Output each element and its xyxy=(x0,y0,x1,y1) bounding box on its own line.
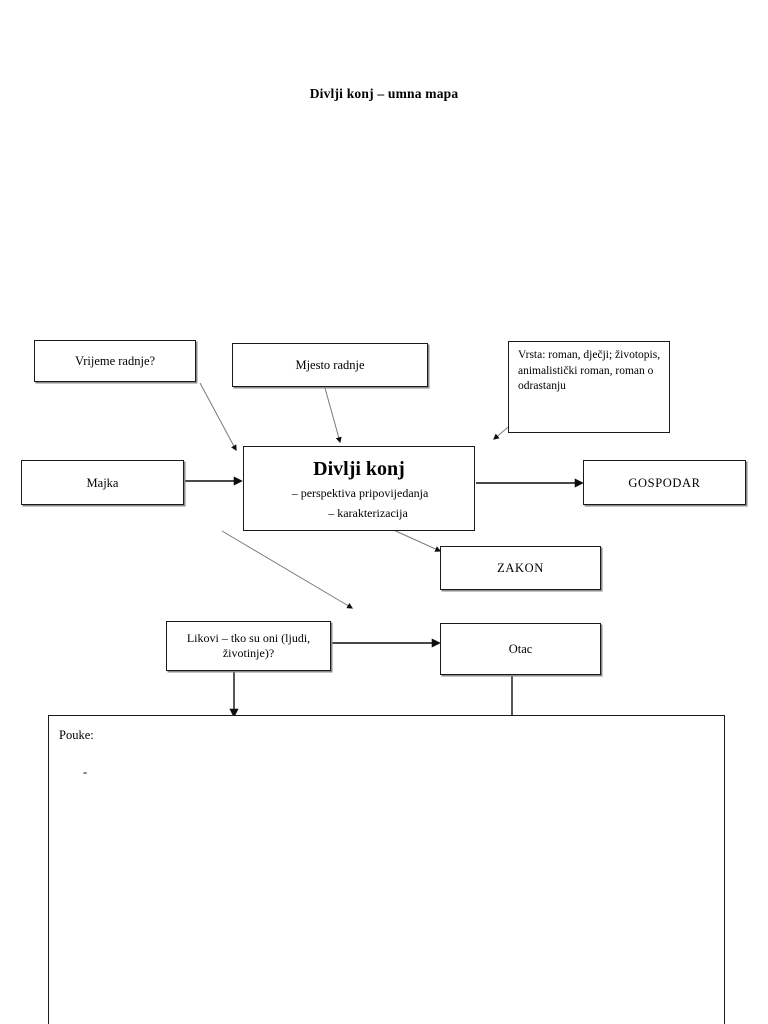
node-otac-label: Otac xyxy=(508,642,533,656)
node-divlji-konj-central[interactable]: Divlji konj – perspektiva pripovijedanja… xyxy=(243,446,475,531)
node-divlji-konj-content: Divlji konj – perspektiva pripovijedanja… xyxy=(244,455,474,521)
edge-mjesto-to-central xyxy=(324,387,342,444)
node-divlji-konj-bullet-1: – perspektiva pripovijedanja xyxy=(291,486,429,501)
node-zakon[interactable]: ZAKON xyxy=(440,546,601,590)
page-title: Divlji konj – umna mapa xyxy=(309,86,459,101)
node-pouke-label: Pouke: xyxy=(59,728,94,742)
node-gospodar[interactable]: GOSPODAR xyxy=(583,460,746,505)
node-vrsta[interactable]: Vrsta: roman, dječji; životopis, animali… xyxy=(508,341,670,433)
node-pouke[interactable]: Pouke: - xyxy=(48,715,725,1024)
node-vrijeme-radnje-label: Vrijeme radnje? xyxy=(74,354,156,368)
edge-vrijeme-to-central xyxy=(199,382,237,452)
node-otac[interactable]: Otac xyxy=(440,623,601,675)
node-pouke-content: Pouke: - xyxy=(49,716,724,780)
node-majka[interactable]: Majka xyxy=(21,460,184,505)
node-majka-label: Majka xyxy=(86,475,119,490)
node-zakon-label: ZAKON xyxy=(497,561,544,575)
node-vrijeme-radnje[interactable]: Vrijeme radnje? xyxy=(34,340,196,382)
node-mjesto-radnje-label: Mjesto radnje xyxy=(295,358,365,372)
node-divlji-konj-heading: Divlji konj xyxy=(313,458,405,481)
node-vrsta-label: Vrsta: roman, dječji; životopis, animali… xyxy=(518,349,661,393)
node-likovi[interactable]: Likovi – tko su oni (ljudi, životinje)? xyxy=(166,621,331,671)
node-gospodar-label: GOSPODAR xyxy=(628,475,701,490)
node-likovi-label: Likovi – tko su oni (ljudi, životinje)? xyxy=(186,630,311,660)
edge-central-to-likovi xyxy=(221,530,354,609)
node-pouke-bullet: - xyxy=(83,765,88,779)
node-divlji-konj-bullet-2: – karakterizacija xyxy=(328,506,408,520)
edge-central-to-zakon xyxy=(388,527,442,552)
node-mjesto-radnje[interactable]: Mjesto radnje xyxy=(232,343,428,387)
